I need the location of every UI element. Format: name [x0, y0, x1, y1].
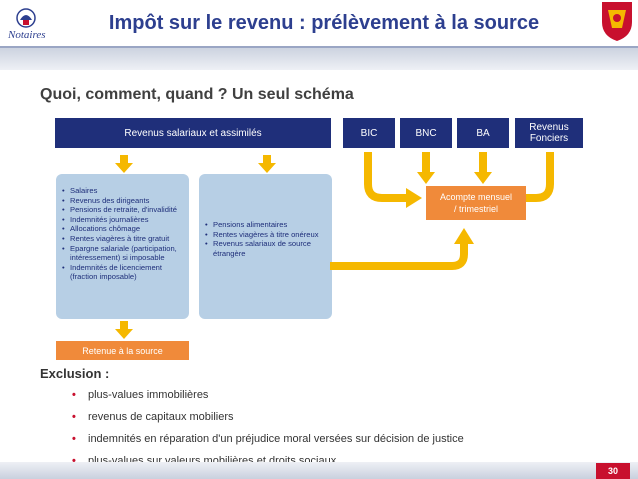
- list-item: Rentes viagères à titre onéreux: [205, 230, 328, 240]
- installment-label-line1: Acompte mensuel: [439, 192, 513, 202]
- header-divider: [0, 46, 638, 48]
- bic-box: BIC: [343, 118, 395, 148]
- land-income-label-line1: Revenus: [529, 122, 569, 133]
- arrow-down-icon: [115, 321, 133, 339]
- list-item: Revenus salariaux de source étrangère: [205, 239, 328, 258]
- other-income-list-box: Pensions alimentaires Rentes viagères à …: [199, 174, 332, 319]
- svg-text:Notaires: Notaires: [7, 29, 46, 41]
- notaires-logo: Notaires: [6, 4, 64, 44]
- list-item: Indemnités journalières: [62, 215, 185, 225]
- installment-label-line2: / trimestriel: [453, 204, 498, 214]
- exclusion-item: indemnités en réparation d'un préjudice …: [60, 428, 464, 450]
- page-title: Impôt sur le revenu : prélèvement à la s…: [108, 12, 540, 34]
- list-item: Epargne salariale (participation, intére…: [62, 244, 185, 263]
- arrow-down-icon: [115, 155, 133, 173]
- salaried-income-box: Revenus salariaux et assimilés: [55, 118, 331, 148]
- list-item: Rentes viagères à titre gratuit: [62, 234, 185, 244]
- footer-band: [0, 462, 638, 479]
- land-income-label-line2: Fonciers: [529, 133, 569, 144]
- bnc-label: BNC: [415, 127, 437, 139]
- list-item: Revenus des dirigeants: [62, 196, 185, 206]
- salaried-income-label: Revenus salariaux et assimilés: [124, 127, 262, 139]
- list-item: Pensions de retraite, d'invalidité: [62, 205, 185, 215]
- bic-label: BIC: [360, 127, 378, 139]
- exclusion-item: revenus de capitaux mobiliers: [60, 406, 464, 428]
- withholding-box: Retenue à la source: [56, 341, 189, 360]
- ba-label: BA: [476, 127, 490, 139]
- installment-box: Acompte mensuel / trimestriel: [426, 186, 526, 220]
- page-number: 30: [596, 463, 630, 479]
- header-band: [0, 46, 638, 70]
- arrow-down-icon: [258, 155, 276, 173]
- list-item: Allocations chômage: [62, 224, 185, 234]
- bnc-box: BNC: [400, 118, 452, 148]
- salaries-list-box: Salaires Revenus des dirigeants Pensions…: [56, 174, 189, 319]
- coat-of-arms-icon: [596, 0, 638, 42]
- list-item: Pensions alimentaires: [205, 220, 328, 230]
- land-income-box: Revenus Fonciers: [515, 118, 583, 148]
- withholding-label: Retenue à la source: [82, 345, 163, 356]
- subtitle: Quoi, comment, quand ? Un seul schéma: [40, 86, 354, 103]
- connector-arrows: [330, 152, 554, 270]
- exclusion-list: plus-values immobilières revenus de capi…: [60, 384, 464, 472]
- exclusion-title: Exclusion :: [40, 366, 110, 381]
- list-item: Salaires: [62, 186, 185, 196]
- ba-box: BA: [457, 118, 509, 148]
- list-item: Indemnités de licenciement (fraction imp…: [62, 263, 185, 282]
- exclusion-item: plus-values immobilières: [60, 384, 464, 406]
